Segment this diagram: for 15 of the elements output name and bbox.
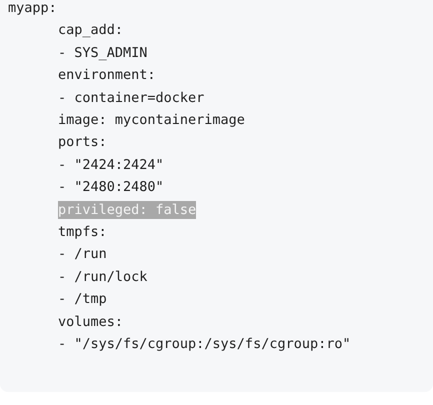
code-line: tmpfs: <box>58 223 107 241</box>
code-line: environment: <box>58 66 156 84</box>
code-line: image: mycontainerimage <box>58 111 245 129</box>
code-line: - "2480:2480" <box>58 178 164 196</box>
code-line: cap_add: <box>58 21 124 40</box>
code-line: - container=docker <box>58 88 204 107</box>
code-line: - /run/lock <box>58 268 148 286</box>
code-line: - /run <box>58 245 107 264</box>
code-line: myapp: <box>8 0 57 17</box>
code-line: - "/sys/fs/cgroup:/sys/fs/cgroup:ro" <box>58 335 351 353</box>
code-line: - /tmp <box>58 290 107 308</box>
code-line: ports: <box>58 133 107 152</box>
code-line: - SYS_ADMIN <box>58 44 148 62</box>
code-line: volumes: <box>58 312 124 331</box>
code-line: - "2424:2424" <box>58 156 164 174</box>
